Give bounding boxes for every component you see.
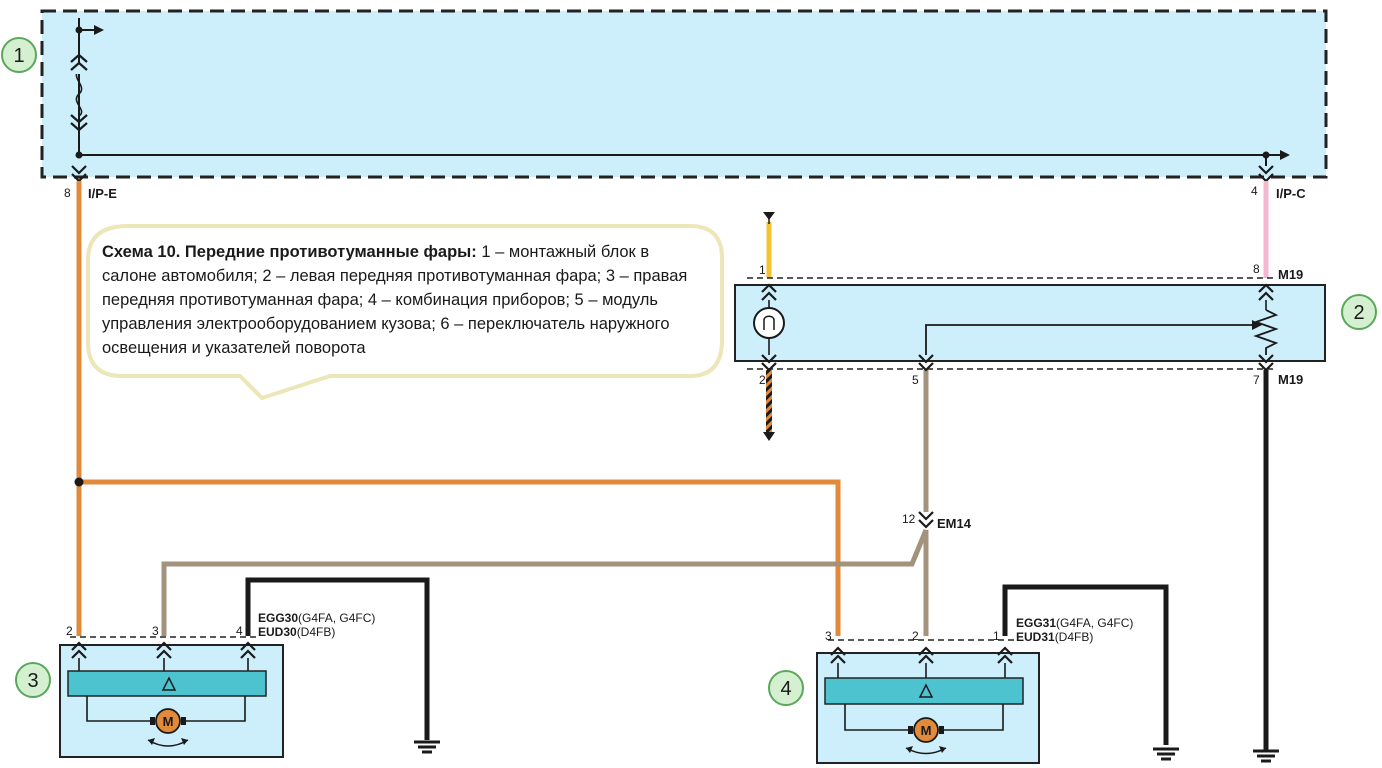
motor-label: M — [163, 714, 174, 729]
right-fog-lamp-panel — [816, 652, 1040, 764]
callout-3 — [15, 662, 51, 698]
junction-dot — [75, 151, 83, 159]
callout-1-label: 1 — [13, 45, 24, 67]
connector-chevron-icon — [918, 511, 934, 529]
wire-tan-branch — [161, 529, 929, 636]
callout-3-label: 3 — [27, 670, 38, 692]
pin-number: 1 — [759, 263, 766, 277]
ground-icon — [1253, 749, 1279, 763]
pin-number: 4 — [236, 624, 243, 638]
pin-number: 1 — [993, 629, 1000, 643]
pin-number: 2 — [912, 629, 919, 643]
connector-label-right: EGG31(G4FA, G4FC) — [1016, 616, 1133, 630]
connector-chevron-icon — [1258, 283, 1274, 301]
triangle-icon — [918, 683, 934, 698]
triangle-icon — [161, 676, 177, 691]
connector-chevron-icon — [918, 354, 934, 372]
caption-body: 1 – монтажный блок в салоне автомобиля; … — [102, 243, 688, 357]
connector-label-ipe: I/P-E — [88, 186, 117, 201]
wire-hatched — [766, 370, 772, 432]
internal-signal-line — [925, 320, 1262, 355]
connector-chevron-icon — [997, 646, 1013, 664]
connector-chevron-icon — [156, 641, 172, 659]
connector-label-left: EUD30(D4FB) — [258, 625, 335, 639]
pin-number: 8 — [1253, 262, 1260, 276]
motor-icon — [913, 717, 939, 743]
connector-label-ipc: I/P-C — [1276, 186, 1306, 201]
connector-label-left: EGG30(G4FA, G4FC) — [258, 611, 375, 625]
instrument-cluster-panel — [734, 284, 1326, 362]
ground-icon — [414, 740, 440, 754]
wire-black — [245, 577, 430, 740]
motor-icon — [155, 708, 181, 734]
pin-number: 4 — [1251, 184, 1258, 198]
mounting-block-panel — [40, 9, 1328, 179]
connector-label-m19-bottom: M19 — [1278, 372, 1303, 387]
connector-chevron-icon — [70, 53, 88, 71]
connector-chevron-icon — [240, 641, 256, 659]
wire-orange-branch — [79, 479, 841, 636]
pin-number: 7 — [1253, 373, 1260, 387]
pin-number: 2 — [66, 624, 73, 638]
callout-2-label: 2 — [1353, 302, 1364, 324]
pin-number: 3 — [825, 629, 832, 643]
junction-dot — [74, 477, 84, 487]
connector-chevron-icon — [761, 354, 777, 372]
junction-dot — [75, 26, 83, 34]
connector-chevron-icon — [70, 114, 88, 132]
pin-number: 12 — [902, 512, 916, 526]
connector-chevron-icon — [761, 283, 777, 301]
connector-label-em14: EM14 — [937, 516, 972, 531]
fuse-icon — [75, 69, 83, 117]
callout-4 — [768, 670, 804, 706]
left-fog-lamp-panel — [59, 644, 284, 758]
pin-number: 8 — [64, 186, 71, 200]
connector-chevron-icon — [71, 641, 87, 659]
connector-label-right: EUD31(D4FB) — [1016, 630, 1093, 644]
ground-icon — [1153, 747, 1179, 761]
callout-1 — [1, 37, 37, 73]
callout-2 — [1341, 294, 1377, 330]
indicator-lamp-icon — [753, 307, 785, 339]
right-lamp-module — [824, 677, 1024, 705]
callout-4-label: 4 — [780, 678, 791, 700]
motor-label: M — [921, 723, 932, 738]
connector-chevron-icon — [830, 646, 846, 664]
caption-text: Схема 10. Передние противотуманные фары:… — [102, 240, 702, 360]
wire-black — [1002, 584, 1169, 745]
caption-title: Схема 10. Передние противотуманные фары: — [102, 243, 477, 261]
pin-number: 2 — [759, 373, 766, 387]
connector-label-m19-top: M19 — [1278, 267, 1303, 282]
resistor-icon — [1253, 309, 1279, 355]
connector-chevron-icon — [1258, 354, 1274, 372]
pin-number: 3 — [152, 624, 159, 638]
caption-bubble — [86, 224, 724, 401]
arrow-down-icon — [763, 432, 775, 441]
pin-number: 5 — [912, 373, 919, 387]
connector-chevron-icon — [918, 646, 934, 664]
